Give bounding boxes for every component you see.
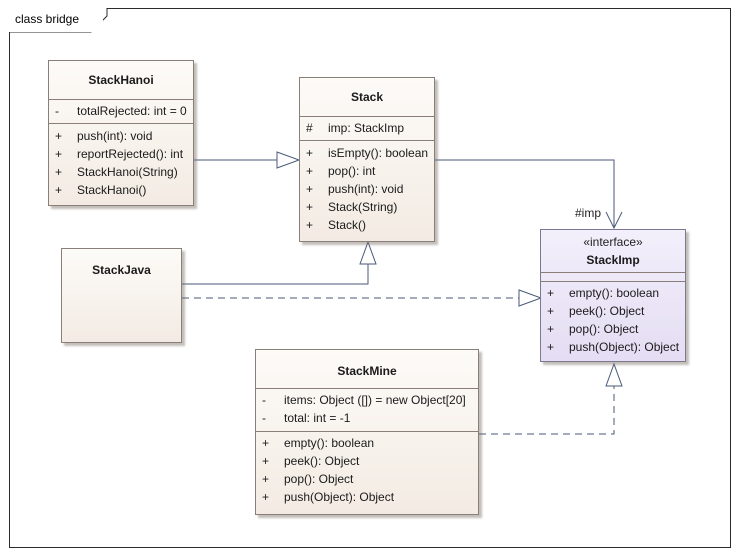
operation-row[interactable]: +pop(): int	[306, 164, 376, 178]
operation-row[interactable]: +peek(): Object	[547, 304, 645, 318]
operation-row[interactable]: +push(int): void	[306, 182, 404, 196]
operation-row[interactable]: +empty(): boolean	[262, 436, 375, 450]
realization-stackmine-stackimp[interactable]	[479, 362, 623, 435]
attributes-section: -totalRejected: int = 0	[49, 99, 193, 123]
attributes-section: #imp: StackImp	[300, 116, 434, 140]
operation-row[interactable]: +pop(): Object	[262, 472, 354, 486]
operation-row[interactable]: +isEmpty(): boolean	[306, 146, 429, 160]
operation-row[interactable]: +StackHanoi()	[55, 183, 147, 197]
class-name: StackImp	[586, 253, 640, 267]
attribute-row[interactable]: #imp: StackImp	[306, 121, 405, 135]
operation-row[interactable]: +reportRejected(): int	[55, 147, 184, 161]
class-stackhanoi[interactable]: StackHanoi -totalRejected: int = 0 +push…	[48, 60, 194, 206]
operation-row[interactable]: +push(int): void	[55, 129, 153, 143]
class-name: StackJava	[92, 263, 151, 277]
attributes-section: -items: Object ([]) = new Object[20] -to…	[256, 388, 478, 431]
operations-section: +push(int): void +reportRejected(): int …	[49, 123, 193, 202]
attributes-section	[541, 272, 685, 281]
operation-row[interactable]: +StackHanoi(String)	[55, 165, 178, 179]
operations-section: +isEmpty(): boolean +pop(): int +push(in…	[300, 140, 434, 237]
generalization-stackhanoi-stack[interactable]	[194, 151, 301, 169]
operation-row[interactable]: +empty(): boolean	[547, 286, 660, 300]
attribute-row[interactable]: -items: Object ([]) = new Object[20]	[262, 393, 466, 407]
association-stack-stackimp[interactable]	[434, 159, 623, 230]
stereotype-label: «interface»	[583, 235, 643, 249]
class-name: StackHanoi	[88, 73, 154, 87]
class-stackjava[interactable]: StackJava	[61, 248, 182, 343]
class-name: StackMine	[337, 364, 397, 378]
operation-row[interactable]: +pop(): Object	[547, 322, 639, 336]
generalization-stackjava-stack[interactable]	[182, 240, 377, 285]
interface-stackimp[interactable]: «interface» StackImp +empty(): boolean +…	[540, 229, 686, 362]
operation-row[interactable]: +Stack()	[306, 218, 367, 232]
attribute-row[interactable]: -totalRejected: int = 0	[55, 104, 187, 118]
class-stackmine[interactable]: StackMine -items: Object ([]) = new Obje…	[255, 349, 479, 515]
class-stack[interactable]: Stack #imp: StackImp +isEmpty(): boolean…	[299, 77, 435, 242]
operations-section: +empty(): boolean +peek(): Object +pop()…	[541, 281, 685, 358]
operation-row[interactable]: +peek(): Object	[262, 454, 360, 468]
operations-section: +empty(): boolean +peek(): Object +pop()…	[256, 431, 478, 508]
operation-row[interactable]: +Stack(String)	[306, 200, 398, 214]
class-name: Stack	[350, 90, 384, 104]
operation-row[interactable]: +push(Object): Object	[547, 340, 680, 354]
association-role-label: #imp	[575, 206, 602, 220]
realization-stackjava-stackimp[interactable]	[182, 289, 543, 307]
attribute-row[interactable]: -total: int = -1	[262, 411, 351, 425]
operation-row[interactable]: +push(Object): Object	[262, 490, 395, 504]
frame-label: class bridge	[9, 8, 104, 32]
